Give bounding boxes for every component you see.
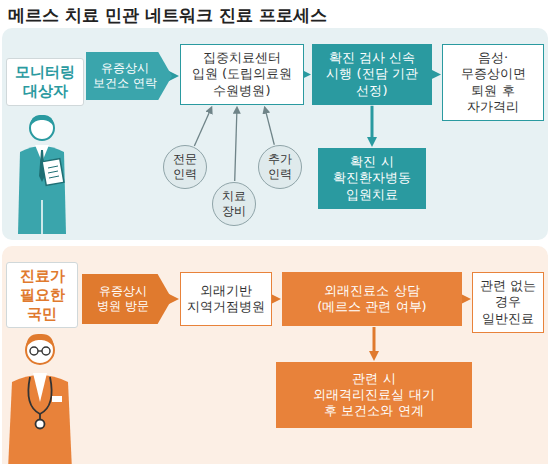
flow-arrow bbox=[235, 110, 237, 181]
diagram-title: 메르스 치료 민관 네트워크 진료 프로세스 bbox=[8, 4, 327, 27]
step-chevron: 유증상시 병원 방문 bbox=[82, 274, 172, 324]
hospital-box: 외래기반 지역거점병원 bbox=[180, 272, 272, 326]
node-text: 확진 검사 신속 시행 (전담 기관 선정) bbox=[320, 50, 424, 99]
monitor-person-figure bbox=[18, 115, 66, 234]
node-text: 음성·무증상이면 퇴원 후 자가격리 bbox=[449, 50, 537, 115]
flow-arrow bbox=[433, 73, 436, 76]
node-text: 전문 인력 bbox=[167, 152, 203, 182]
isolation-box: 관련 시 외래격리진료실 대기 후 보건소와 연계 bbox=[276, 362, 472, 428]
step-chevron: 유증상시 보건소 연락 bbox=[86, 52, 172, 100]
citizen-group-label: 진료가 필요한 국민 bbox=[6, 262, 78, 328]
chevron-fill bbox=[82, 274, 172, 324]
result-box: 관련 없는 경우 일반진료 bbox=[472, 272, 544, 333]
node-text: 외래진료소 상담 (메르스 관련 여부) bbox=[310, 283, 434, 316]
flow-arrow bbox=[273, 298, 276, 301]
flow-arrow bbox=[373, 327, 376, 356]
node-text: 확진 시 확진환자병동 입원치료 bbox=[324, 154, 420, 203]
flow-arrow bbox=[173, 75, 174, 78]
bottom-panel bbox=[2, 246, 548, 464]
ward-box: 확진 시 확진환자병동 입원치료 bbox=[318, 148, 426, 209]
top-panel bbox=[2, 28, 548, 240]
consult-box: 외래진료소 상담 (메르스 관련 여부) bbox=[282, 272, 462, 326]
flow-arrow bbox=[371, 106, 374, 142]
resource-circle: 전문 인력 bbox=[163, 145, 207, 189]
chevron-fill bbox=[86, 52, 172, 100]
flow-arrow bbox=[463, 298, 466, 301]
flow-arrow bbox=[305, 73, 306, 76]
citizen-doctor-figure bbox=[8, 334, 72, 464]
node-text: 진료가 필요한 국민 bbox=[12, 267, 72, 323]
resource-circle: 치료 장비 bbox=[212, 182, 256, 226]
node-text: 관련 없는 경우 일반진료 bbox=[477, 278, 539, 327]
node-text: 유증상시 병원 방문 bbox=[88, 284, 158, 314]
flow-arrow bbox=[173, 298, 174, 301]
node-text: 추가 인력 bbox=[262, 152, 298, 182]
node-text: 외래기반 지역거점병원 bbox=[187, 283, 265, 316]
treatment-box: 집중치료센터 입원 (도립의료원 수원병원) bbox=[180, 44, 304, 105]
node-text: 집중치료센터 입원 (도립의료원 수원병원) bbox=[189, 50, 295, 99]
test-box: 확진 검사 신속 시행 (전담 기관 선정) bbox=[312, 44, 432, 105]
monitor-group-label: 모니터링 대상자 bbox=[6, 58, 84, 106]
node-text: 관련 시 외래격리진료실 대기 후 보건소와 연계 bbox=[308, 371, 440, 420]
flow-arrow bbox=[265, 110, 274, 145]
resource-circle: 추가 인력 bbox=[258, 145, 302, 189]
result-box: 음성·무증상이면 퇴원 후 자가격리 bbox=[442, 44, 544, 121]
node-text: 치료 장비 bbox=[216, 189, 252, 219]
flow-arrow bbox=[194, 109, 210, 146]
node-text: 유증상시 보건소 연락 bbox=[92, 61, 158, 91]
node-text: 모니터링 대상자 bbox=[13, 63, 77, 101]
